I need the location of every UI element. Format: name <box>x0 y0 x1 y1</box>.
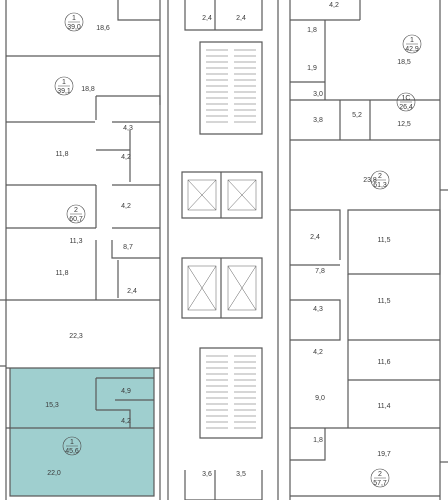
unit-badge-circle <box>62 436 82 456</box>
room-area: 18,5 <box>397 59 411 66</box>
room-area: 11,3 <box>69 238 82 245</box>
unit-area: 57,7 <box>373 480 387 487</box>
room-area: 4,2 <box>121 418 131 425</box>
unit-area: 26,4 <box>399 104 413 111</box>
unit-badge-circle <box>402 34 422 54</box>
room-area: 18,6 <box>96 25 110 32</box>
unit-badge[interactable]: 260,7 <box>66 204 86 224</box>
unit-badge-circle <box>54 76 74 96</box>
unit-number: 1 <box>410 37 414 44</box>
stair-treads <box>206 49 256 429</box>
highlighted-apartment[interactable] <box>10 368 154 496</box>
room-area: 3,6 <box>202 471 212 478</box>
room-area: 22,3 <box>69 333 83 340</box>
room-area: 2,4 <box>127 288 137 295</box>
room-area: 3,8 <box>313 117 323 124</box>
room-area: 7,8 <box>315 268 325 275</box>
room-area: 4,2 <box>121 154 131 161</box>
unit-area: 60,7 <box>69 216 83 223</box>
unit-number: 2 <box>74 207 78 214</box>
unit-number: 1 <box>72 15 76 22</box>
unit-area: 39,0 <box>67 24 81 31</box>
room-area: 3,0 <box>313 91 323 98</box>
room-area: 2,4 <box>202 15 212 22</box>
room-area: 4,2 <box>329 2 339 9</box>
unit-badge[interactable]: 261,3 <box>370 170 390 190</box>
unit-badge-circle <box>64 12 84 32</box>
room-area: 12,5 <box>397 121 411 128</box>
unit-badge-circle <box>66 204 86 224</box>
unit-badge-circle <box>396 92 416 112</box>
unit-badge[interactable]: 1С 26,4 <box>396 92 416 112</box>
room-area: 11,8 <box>55 270 68 277</box>
room-area: 5,2 <box>352 112 362 119</box>
room-area: 4,2 <box>121 203 131 210</box>
unit-badges: 139,0139,1260,7145,6142,91С26,4261,3257,… <box>54 12 422 488</box>
unit-number: 2 <box>378 173 382 180</box>
room-area: 4,3 <box>313 306 323 313</box>
unit-badge[interactable]: 139,0 <box>64 12 84 32</box>
room-area: 4,3 <box>123 125 133 132</box>
unit-badge[interactable]: 257,7 <box>370 468 390 488</box>
unit-area: 61,3 <box>373 182 387 189</box>
room-area: 11,8 <box>55 151 68 158</box>
unit-badge[interactable]: 145,6 <box>62 436 82 456</box>
room-area: 1,8 <box>307 27 317 34</box>
unit-number: 1 <box>62 79 66 86</box>
unit-number: 1 <box>70 439 74 446</box>
unit-number: 1С <box>402 95 411 102</box>
unit-badge[interactable]: 142,9 <box>402 34 422 54</box>
unit-area: 45,6 <box>65 448 79 455</box>
room-area: 4,9 <box>121 388 131 395</box>
room-area: 11,4 <box>377 403 390 410</box>
room-area: 15,3 <box>45 402 59 409</box>
room-area: 4,2 <box>313 349 323 356</box>
unit-area: 39,1 <box>57 88 71 95</box>
unit-badge-circle <box>370 170 390 190</box>
room-area: 3,5 <box>236 471 246 478</box>
room-area: 2,4 <box>310 234 320 241</box>
unit-badge-circle <box>370 468 390 488</box>
room-area: 22,0 <box>47 470 61 477</box>
room-area: 23,8 <box>363 177 377 184</box>
room-area: 9,0 <box>315 395 325 402</box>
room-area: 11,6 <box>377 359 390 366</box>
room-area: 18,8 <box>81 86 95 93</box>
room-area: 11,5 <box>377 237 390 244</box>
room-area: 1,8 <box>313 437 323 444</box>
room-area: 19,7 <box>377 451 391 458</box>
room-area: 11,5 <box>377 298 390 305</box>
room-area: 8,7 <box>123 244 133 251</box>
unit-area: 42,9 <box>405 46 419 53</box>
room-area: 1,9 <box>307 65 317 72</box>
unit-badge[interactable]: 139,1 <box>54 76 74 96</box>
elevator-marks <box>187 179 257 311</box>
unit-number: 2 <box>378 471 382 478</box>
room-area: 2,4 <box>236 15 246 22</box>
